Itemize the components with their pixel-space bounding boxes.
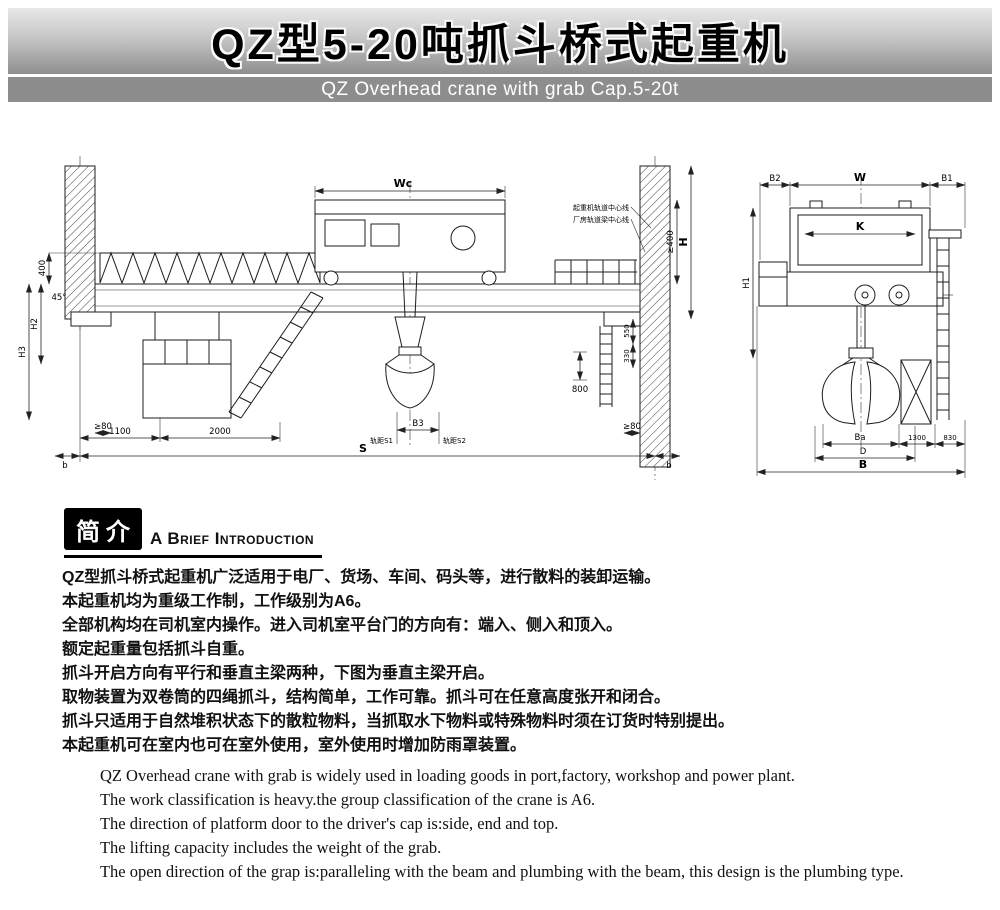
trolley [314, 199, 506, 286]
dim-h: H [677, 237, 690, 246]
crane-drawing-svg: Wc 起重机轨道中心线 厂房轨道梁中心线 400 45° H2 H3 ≥400 [18, 156, 966, 480]
dim-400: 400 [38, 260, 48, 276]
dim-830: 830 [943, 434, 956, 442]
dim-1300: 1300 [908, 434, 926, 442]
stairs [228, 291, 324, 419]
walkway-truss [99, 251, 321, 285]
dim-d: D [860, 447, 867, 457]
dim-gauge-s2: 轨距S2 [443, 436, 466, 445]
dim-k: K [856, 220, 865, 233]
dim-1100: 1100 [109, 427, 131, 437]
side-cab [758, 261, 788, 307]
dim-550: 550 [623, 324, 631, 337]
cn-paragraph-8: 本起重机可在室内也可在室外使用，室外使用时增加防雨罩装置。 [62, 737, 527, 754]
dim-s: S [359, 442, 367, 455]
dim-2000: 2000 [209, 427, 231, 437]
dim-gauge-s1: 轨距S1 [370, 436, 393, 445]
cn-paragraph-2: 本起重机均为重级工作制，工作级别为A6。 [62, 593, 371, 610]
grab-front [385, 271, 435, 409]
dim-330: 330 [623, 349, 631, 362]
dim-800: 800 [572, 385, 588, 395]
en-paragraph-1: QZ Overhead crane with grab is widely us… [99, 766, 795, 785]
subtitle-banner: QZ Overhead crane with grab Cap.5-20t [8, 77, 992, 102]
en-paragraph-5: The open direction of the grap is:parall… [99, 862, 904, 881]
dim-ge400: ≥400 [666, 230, 676, 253]
dim-b-left: b [62, 461, 67, 471]
dim-b: B [859, 458, 867, 471]
dim-wc: Wc [394, 177, 413, 190]
dim-h2: H2 [30, 318, 40, 330]
en-paragraph-3: The direction of platform door to the dr… [99, 814, 559, 833]
note-rail-centerline: 起重机轨道中心线 [573, 203, 629, 212]
cn-paragraph-5: 抓斗开启方向有平行和垂直主梁两种，下图为垂直主梁开启。 [62, 665, 495, 682]
support-stand [900, 359, 932, 425]
dim-45deg: 45° [51, 293, 66, 303]
side-girder [789, 200, 931, 273]
side-view: B2 W B1 K H1 Ba 1300 830 [742, 171, 966, 478]
end-platform-railing [554, 259, 637, 284]
cn-paragraph-7: 抓斗只适用于自然堆积状态下的散粒物料，当抓取水下物料或特殊物料时须在订货时特别提… [62, 713, 735, 730]
cn-paragraph-6: 取物装置为双卷筒的四绳抓斗，结构简单，工作可靠。抓斗可在任意高度张开和闭合。 [62, 689, 671, 706]
intro-heading-en: A Brief Introduction [150, 529, 315, 548]
front-dimensions: Wc 起重机轨道中心线 厂房轨道梁中心线 400 45° H2 H3 ≥400 [18, 165, 694, 471]
side-dimensions: B2 W B1 K H1 Ba 1300 830 [742, 171, 966, 478]
dim-b-right: b [666, 461, 671, 471]
end-beam [776, 271, 944, 307]
dim-ba: Ba [854, 433, 865, 443]
grab-side [821, 306, 901, 425]
catalog-page: QZ型5-20吨抓斗桥式起重机 QZ Overhead crane with g… [0, 8, 1000, 884]
side-ladder [928, 229, 962, 420]
technical-drawing: Wc 起重机轨道中心线 厂房轨道梁中心线 400 45° H2 H3 ≥400 [15, 112, 1000, 504]
dim-b2: B2 [769, 174, 780, 184]
wall-ladder [599, 326, 613, 407]
front-view: Wc 起重机轨道中心线 厂房轨道梁中心线 400 45° H2 H3 ≥400 [18, 156, 694, 480]
english-paragraphs: QZ Overhead crane with grab is widely us… [62, 764, 956, 884]
dim-h3: H3 [18, 346, 28, 358]
dim-b3: B3 [412, 419, 423, 429]
cn-paragraph-4: 额定起重量包括抓斗自重。 [62, 641, 255, 658]
note-beam-centerline: 厂房轨道梁中心线 [573, 215, 629, 224]
title-banner: QZ型5-20吨抓斗桥式起重机 [8, 8, 992, 74]
dim-ge80-right: ≥80 [623, 422, 641, 432]
en-paragraph-4: The lifting capacity includes the weight… [99, 838, 442, 857]
right-wall [603, 165, 671, 468]
dim-b1: B1 [941, 174, 952, 184]
dim-w: W [854, 171, 866, 184]
intro-heading: 简介 A Brief Introduction [64, 508, 322, 558]
left-wall [64, 165, 112, 327]
en-paragraph-2: The work classification is heavy.the gro… [99, 790, 596, 809]
dim-ge80-left: ≥80 [94, 422, 112, 432]
page-subtitle: QZ Overhead crane with grab Cap.5-20t [321, 78, 679, 100]
page-title: QZ型5-20吨抓斗桥式起重机 [211, 21, 789, 69]
bridge-girder [94, 283, 641, 313]
intro-heading-cn: 简介 [64, 508, 142, 550]
dim-h1: H1 [742, 277, 752, 289]
cn-paragraph-1: QZ型抓斗桥式起重机广泛适用于电厂、货场、车间、码头等，进行散料的装卸运输。 [62, 569, 661, 586]
driver-cab [142, 312, 232, 419]
chinese-paragraphs: QZ型抓斗桥式起重机广泛适用于电厂、货场、车间、码头等，进行散料的装卸运输。 本… [62, 566, 950, 758]
cn-paragraph-3: 全部机构均在司机室内操作。进入司机室平台门的方向有：端入、侧入和顶入。 [62, 617, 623, 634]
